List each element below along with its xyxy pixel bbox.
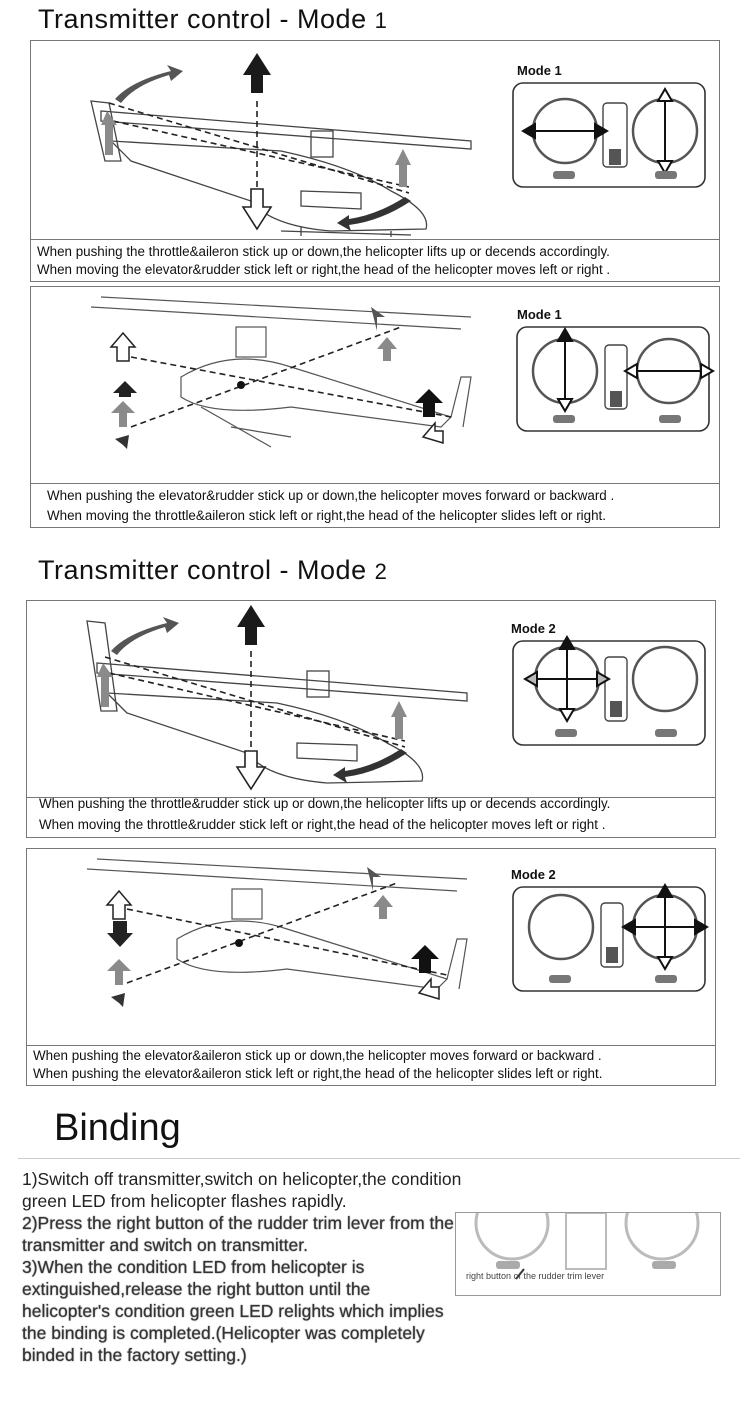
panel-mode1-throttle: Mode 1 When pushing the throttle&aileron…: [30, 40, 720, 282]
section-title-mode1: Transmitter control - Mode 1: [38, 4, 387, 35]
caption-line-2: When moving the throttle&rudder stick le…: [39, 817, 606, 832]
section-title-mode2: Transmitter control - Mode 2: [38, 555, 387, 586]
helicopter-outline-icon: [90, 296, 472, 449]
helicopter-outline-icon: [86, 858, 468, 1007]
trim-button-label: right button of the rudder trim lever: [466, 1271, 605, 1281]
panel-divider: [31, 483, 719, 484]
binding-steps: 1)Switch off transmitter,switch on helic…: [22, 1168, 462, 1366]
panel-divider: [31, 239, 719, 240]
transmitter-icon: [474, 1213, 700, 1280]
caption-line-1: When pushing the elevator&aileron stick …: [33, 1048, 602, 1063]
transmitter-mode-label: Mode 2: [511, 621, 556, 636]
arrow-icon: [243, 53, 271, 93]
section-title-text: Transmitter control - Mode: [38, 555, 375, 585]
transmitter-icon: Mode 1: [509, 301, 715, 435]
binding-divider: [18, 1158, 740, 1159]
binding-step-2: 2)Press the right button of the rudder t…: [22, 1213, 454, 1255]
panel-divider: [27, 797, 715, 798]
binding-step-1: 1)Switch off transmitter,switch on helic…: [22, 1169, 462, 1211]
section-title-number: 2: [374, 559, 388, 584]
helicopter-outline-icon: [86, 605, 468, 791]
panel-mode2-throttle: Mode 2 When pushing the throttle&rudder …: [26, 600, 716, 838]
panel-divider: [27, 1045, 715, 1046]
caption-line-1: When pushing the elevator&rudder stick u…: [47, 488, 615, 503]
transmitter-mode-label: Mode 1: [517, 307, 562, 322]
caption-line-2: When moving the throttle&aileron stick l…: [47, 508, 606, 523]
section-title-number: 1: [374, 8, 388, 33]
transmitter-mode-label: Mode 1: [517, 63, 562, 78]
transmitter-icon: Mode 2: [505, 863, 711, 997]
helicopter-outline-icon: [90, 53, 472, 237]
caption-line-1: When pushing the throttle&rudder stick u…: [39, 796, 611, 811]
section-title-text: Transmitter control - Mode: [38, 4, 375, 34]
panel-mode2-elevator: Mode 2 When pushing the elevator&aileron…: [26, 848, 716, 1086]
caption-line-2: When moving the elevator&rudder stick le…: [37, 262, 611, 277]
binding-title: Binding: [54, 1107, 181, 1149]
transmitter-icon: Mode 1: [505, 55, 711, 189]
transmitter-mode-label: Mode 2: [511, 867, 556, 882]
transmitter-icon: Mode 2: [505, 617, 711, 751]
caption-line-1: When pushing the throttle&aileron stick …: [37, 244, 610, 259]
transmitter-trim-image: right button of the rudder trim lever: [455, 1212, 721, 1296]
binding-step-3: 3)When the condition LED from helicopter…: [22, 1257, 444, 1365]
panel-mode1-elevator: Mode 1 When pushing the elevator&rudder …: [30, 286, 720, 528]
caption-line-2: When pushing the elevator&aileron stick …: [33, 1066, 603, 1081]
